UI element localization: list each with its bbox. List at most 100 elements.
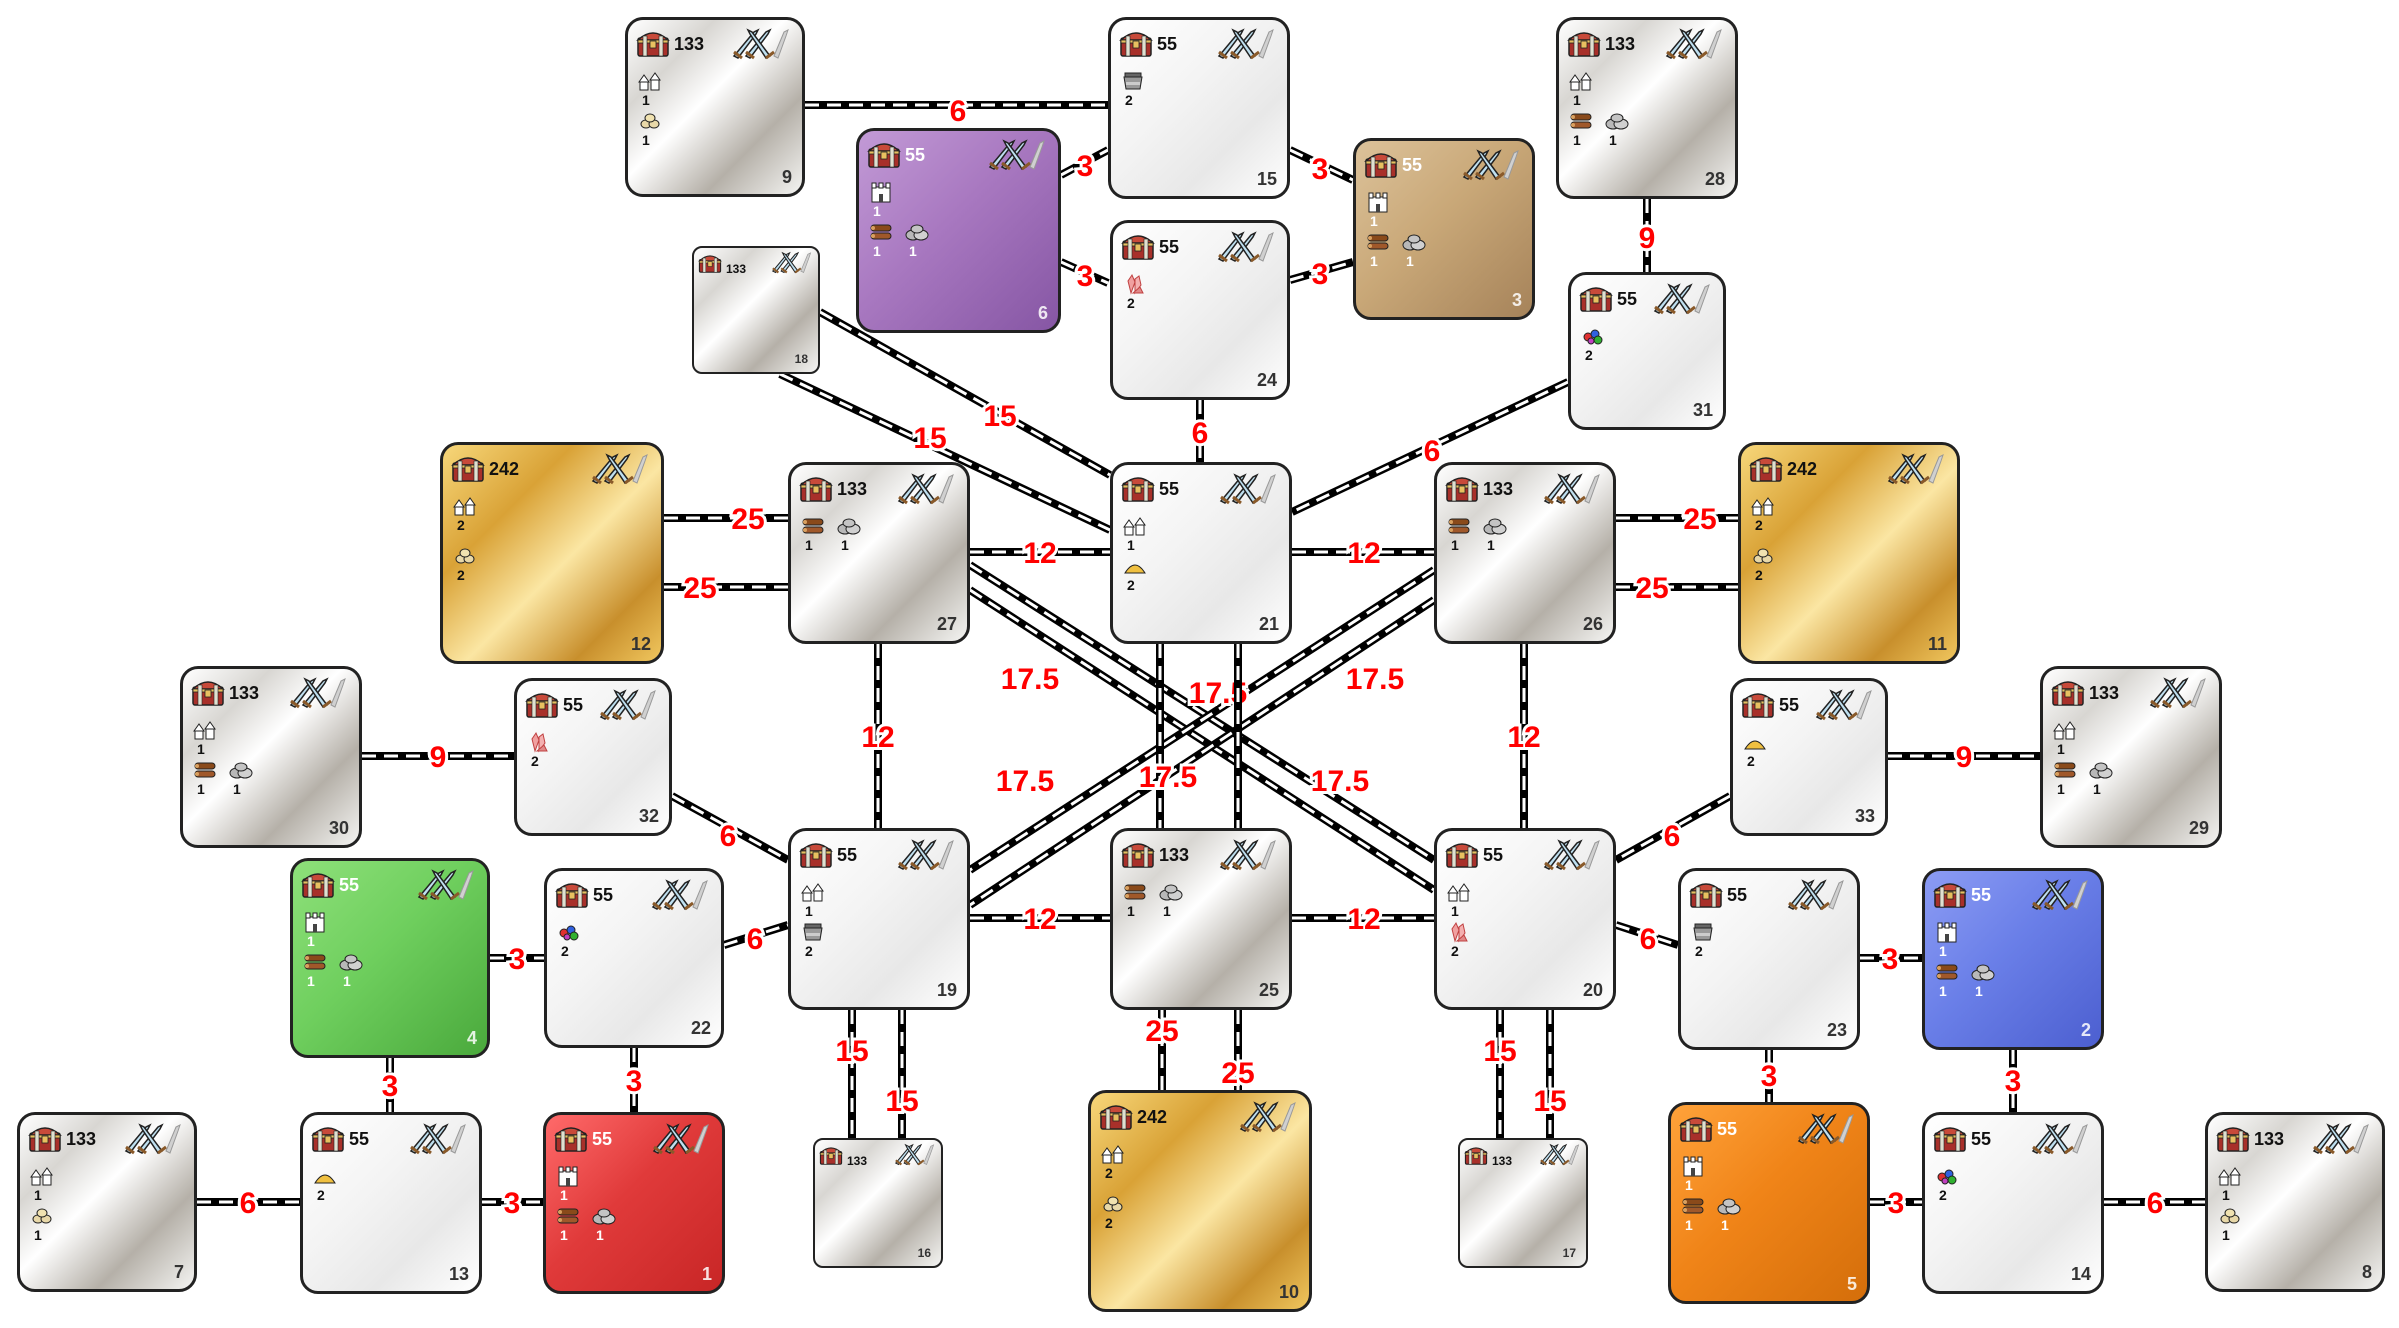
- resource-count: 2: [1451, 943, 1459, 959]
- edge-27-21: 12: [970, 534, 1110, 573]
- resource-count: 1: [873, 243, 881, 259]
- crossed-swords-icon: [730, 26, 790, 60]
- resource-village: 2: [453, 495, 477, 533]
- edge-14-8: 6: [2104, 1184, 2205, 1223]
- crossed-swords-icon: [1885, 451, 1945, 485]
- reward-value: 55: [349, 1129, 370, 1149]
- edge-weight-label: 25: [1145, 1015, 1178, 1048]
- node-id-label: 9: [781, 167, 792, 187]
- edge-weight-label: 15: [1533, 1085, 1566, 1118]
- reward-value: 55: [1617, 289, 1638, 309]
- treasure-chest-icon: [1741, 689, 1775, 719]
- edge-9-15: 6: [805, 92, 1108, 131]
- treasure-chest-icon: [1364, 149, 1398, 179]
- edge-26-11: 25: [1616, 569, 1738, 608]
- reward-value: 55: [1157, 34, 1178, 54]
- treasure-chest-icon: [451, 453, 485, 483]
- edge-4-22: 3: [490, 940, 544, 979]
- village-icon: [453, 495, 477, 517]
- crossed-swords-icon: [2147, 675, 2207, 709]
- edge-weight-label: 3: [504, 1187, 521, 1220]
- resource-food: 1: [638, 110, 662, 148]
- resource-castle: 1: [869, 181, 893, 219]
- resource-wood: 1: [303, 951, 327, 989]
- resource-stone: 1: [1717, 1195, 1741, 1233]
- node-id-label: 25: [1258, 980, 1279, 1000]
- treasure-chest-icon: [1121, 473, 1155, 503]
- crossed-swords-icon: [1813, 687, 1873, 721]
- node-id-label: 12: [630, 634, 651, 654]
- crossed-swords-icon: [122, 1121, 182, 1155]
- edge-weight-label: 15: [983, 400, 1016, 433]
- stone-icon: [1483, 515, 1507, 537]
- castle-icon: [869, 181, 893, 203]
- edge-weight-label: 6: [240, 1187, 257, 1220]
- wood-icon: [869, 221, 893, 243]
- food-icon: [638, 110, 662, 132]
- resource-village: 1: [638, 70, 662, 108]
- gold-icon: [1123, 555, 1147, 577]
- edge-weight-label: 6: [720, 820, 737, 853]
- reward-value: 133: [1605, 34, 1636, 54]
- node-id-label: 17: [1562, 1246, 1576, 1260]
- resource-count: 2: [805, 943, 813, 959]
- resource-stone: 1: [2089, 759, 2113, 797]
- resource-village: 2: [1101, 1143, 1125, 1181]
- resource-food: 1: [2218, 1205, 2242, 1243]
- resource-wood: 1: [1681, 1195, 1705, 1233]
- treasure-chest-icon: [554, 1123, 588, 1153]
- edge-weight-label: 17.5: [1139, 761, 1197, 794]
- stone-icon: [339, 951, 363, 973]
- edge-13-1: 3: [482, 1184, 543, 1223]
- treasure-chest-icon: [1121, 839, 1155, 869]
- reward-value: 133: [229, 683, 260, 703]
- resource-count: 1: [873, 203, 881, 219]
- stone-icon: [229, 759, 253, 781]
- edge-weight-label: 6: [1192, 417, 1209, 450]
- resource-count: 1: [197, 781, 205, 797]
- village-icon: [30, 1165, 54, 1187]
- crossed-swords-icon: [1651, 281, 1711, 315]
- crossed-swords-icon: [1217, 837, 1277, 871]
- edge-32-19: 6: [670, 792, 790, 864]
- gems-icon: [1935, 1165, 1959, 1187]
- node-id-label: 27: [936, 614, 957, 634]
- resource-food: 2: [453, 545, 477, 583]
- edge-weight-label: 25: [731, 503, 764, 536]
- stone-icon: [2089, 759, 2113, 781]
- edge-weight-label: 12: [861, 721, 894, 754]
